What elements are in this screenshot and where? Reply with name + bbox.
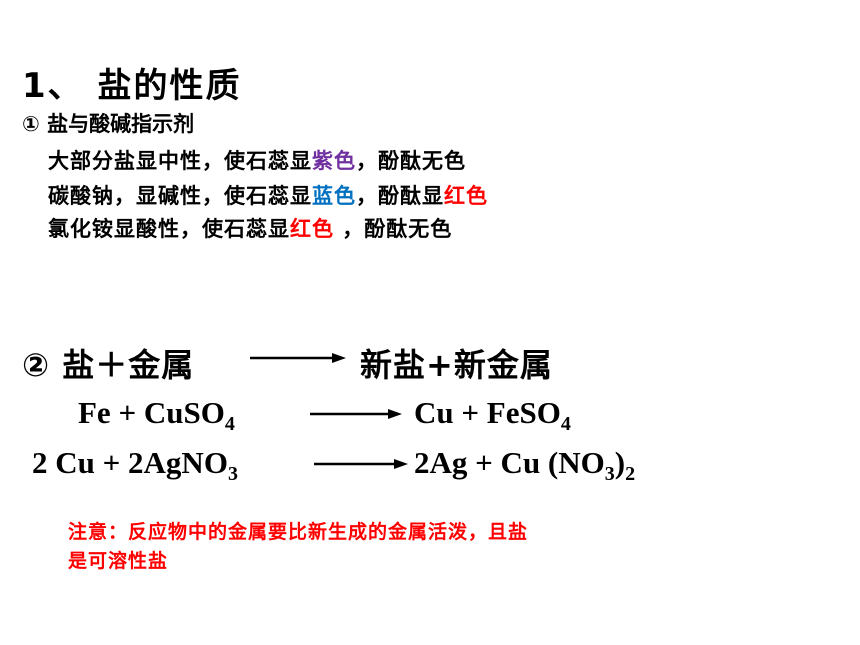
reaction-arrow-icon bbox=[314, 459, 408, 469]
section1-heading: ① 盐与酸碱指示剂 bbox=[22, 112, 195, 136]
page-title: 1、 盐的性质 bbox=[22, 66, 242, 106]
reaction-arrow-icon bbox=[310, 409, 402, 419]
purple-text: 紫色 bbox=[312, 149, 356, 173]
note-line-1: 注意：反应物中的金属要比新生成的金属活泼，且盐 bbox=[68, 521, 529, 543]
eq-sub: 4 bbox=[560, 413, 571, 436]
eq-sub: 2 bbox=[625, 463, 636, 486]
eq-text: ) bbox=[614, 445, 626, 480]
equation-1-rhs: Cu + FeSO4 bbox=[414, 395, 571, 436]
equation-2-lhs: 2 Cu + 2AgNO3 bbox=[32, 445, 238, 486]
eq-sub: 3 bbox=[227, 463, 238, 486]
blue-text: 蓝色 bbox=[312, 184, 356, 208]
text: 大部分盐显中性，使石蕊显 bbox=[48, 149, 312, 173]
text: ，酚酞显 bbox=[356, 184, 444, 208]
eq-sub: 4 bbox=[224, 413, 235, 436]
section2-right: 新盐+新金属 bbox=[360, 346, 553, 384]
indicator-line-2: 碳酸钠，显碱性，使石蕊显蓝色，酚酞显红色 bbox=[48, 180, 488, 210]
section2-left: ② 盐＋金属 bbox=[22, 346, 195, 384]
eq-text: Cu + FeSO bbox=[414, 395, 561, 430]
text: 碳酸钠，显碱性，使石蕊显 bbox=[48, 184, 312, 208]
eq-text: 2 Cu + 2AgNO bbox=[32, 445, 228, 480]
text: ，酚酞无色 bbox=[334, 217, 453, 241]
reaction-arrow-icon bbox=[250, 353, 346, 363]
eq-sub: 3 bbox=[604, 463, 615, 486]
eq-text: 2Ag + Cu (NO bbox=[414, 445, 605, 480]
equation-2-rhs: 2Ag + Cu (NO3)2 bbox=[414, 445, 635, 486]
red-text: 红色 bbox=[444, 184, 488, 208]
text: 氯化铵显酸性，使石蕊显 bbox=[48, 217, 290, 241]
indicator-line-1: 大部分盐显中性，使石蕊显紫色，酚酞无色 bbox=[48, 145, 466, 175]
equation-1-lhs: Fe + CuSO4 bbox=[78, 395, 235, 436]
note-line-2: 是可溶性盐 bbox=[68, 550, 169, 572]
text: ，酚酞无色 bbox=[356, 149, 466, 173]
eq-text: Fe + CuSO bbox=[78, 395, 225, 430]
indicator-line-3: 氯化铵显酸性，使石蕊显红色 ，酚酞无色 bbox=[48, 213, 452, 243]
red-text: 红色 bbox=[290, 217, 334, 241]
